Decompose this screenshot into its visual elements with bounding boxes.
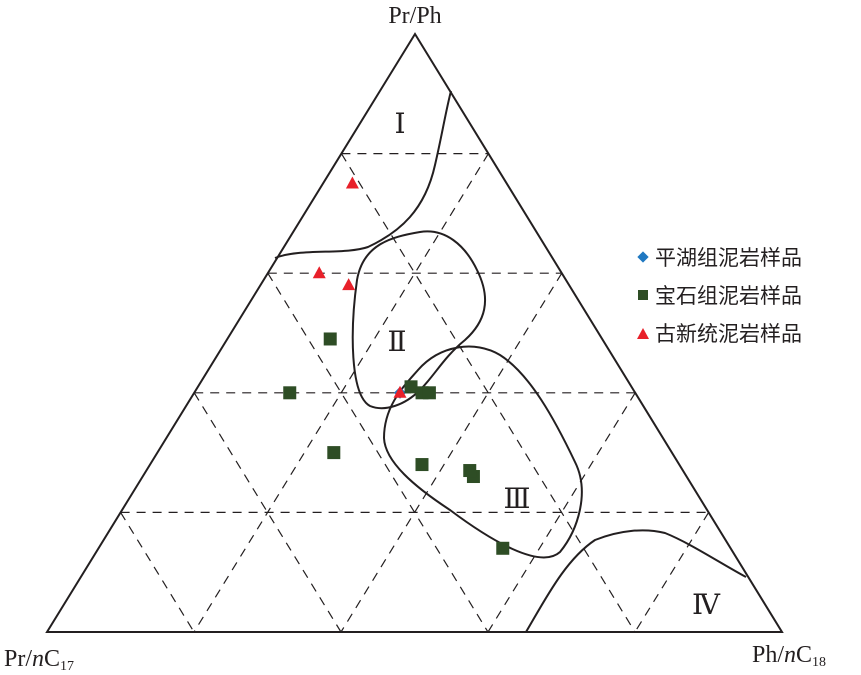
- data-point-triangle: [342, 278, 356, 291]
- legend-marker-square: [638, 290, 648, 300]
- data-point-triangle: [345, 176, 359, 189]
- grid-lines: [120, 153, 710, 633]
- zone-1-boundary: [274, 90, 452, 259]
- data-point-square: [496, 541, 510, 555]
- legend-label: 古新统泥岩样品: [655, 322, 802, 346]
- zone-3-boundary: [382, 345, 583, 559]
- grid-line-right: [634, 512, 710, 633]
- legend-label: 平湖组泥岩样品: [655, 246, 802, 270]
- legend-marker-diamond: [637, 251, 649, 263]
- legend: 平湖组泥岩样品 宝石组泥岩样品 古新统泥岩样品: [637, 246, 802, 346]
- vertex-left-label: Pr/nC17: [4, 646, 74, 674]
- data-point-square: [327, 446, 341, 460]
- zone-2-boundary: [351, 230, 487, 410]
- grid-line-right: [340, 272, 563, 633]
- data-points: [283, 176, 510, 555]
- data-point-square: [422, 386, 436, 400]
- legend-item-guxin: 古新统泥岩样品: [637, 322, 802, 346]
- legend-item-baoshi: 宝石组泥岩样品: [638, 284, 802, 308]
- triangle-frame: [45, 32, 784, 633]
- zone-4-boundary: [525, 529, 747, 633]
- legend-item-pinghu: 平湖组泥岩样品: [637, 246, 802, 270]
- grid-line-left: [267, 272, 489, 633]
- data-point-square: [323, 332, 337, 346]
- data-point-square: [415, 458, 429, 472]
- data-point-triangle: [312, 266, 326, 279]
- data-point-square: [404, 380, 418, 394]
- zone-1-label: Ⅰ: [394, 109, 405, 140]
- vertex-top-label: Pr/Ph: [388, 3, 441, 29]
- legend-label: 宝石组泥岩样品: [655, 284, 802, 308]
- legend-marker-triangle: [637, 328, 649, 339]
- data-point-square: [283, 386, 297, 400]
- vertex-right-label: Ph/nC18: [752, 642, 826, 670]
- zone-3-label: Ⅲ: [503, 484, 530, 515]
- grid-line-left: [120, 512, 195, 633]
- data-point-square: [463, 464, 477, 478]
- zone-2-label: Ⅱ: [387, 327, 406, 358]
- zone-4-label: Ⅳ: [692, 590, 721, 621]
- data-point-triangle: [393, 385, 407, 398]
